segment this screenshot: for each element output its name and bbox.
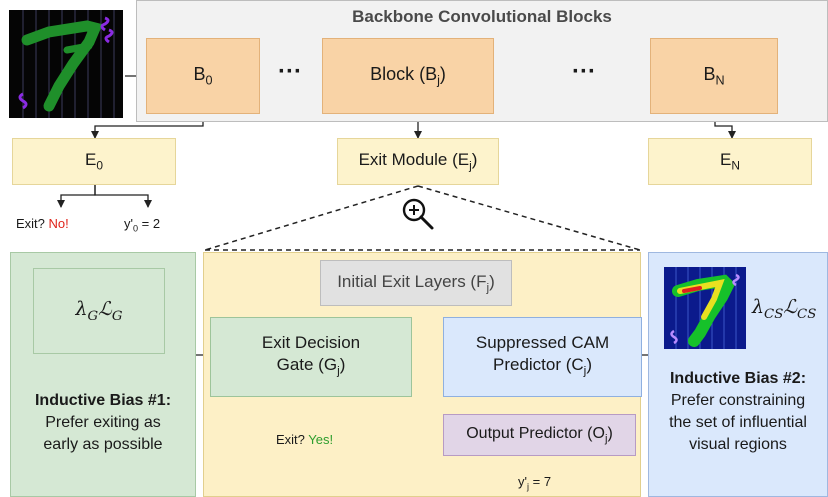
output-predictor: Output Predictor (Oj) <box>443 414 636 456</box>
block-bj-label: Block (Bj) <box>370 64 446 88</box>
inductive-bias-1-text: Inductive Bias #1: Prefer exiting as ear… <box>34 392 172 453</box>
initial-exit-layers: Initial Exit Layers (Fj) <box>320 260 512 306</box>
loss-g-box: λGℒG <box>33 268 165 354</box>
e0-exit-decision: Exit? No! <box>16 216 69 231</box>
block-bj: Block (Bj) <box>322 38 494 114</box>
zoom-in-icon <box>400 196 436 232</box>
e0-prediction: y'0 = 2 <box>124 216 161 234</box>
backbone-title: Backbone Convolutional Blocks <box>352 7 612 26</box>
loss-cs-term: λCSℒCS <box>752 296 817 322</box>
exit-ej-label: Exit Module (Ej) <box>358 150 478 173</box>
loss-g-term: λGℒG <box>75 298 123 324</box>
input-image <box>9 10 123 118</box>
exit-ej: Exit Module (Ej) <box>337 138 499 185</box>
block-bn-label: BN <box>703 64 725 88</box>
exit-en-label: EN <box>720 150 740 173</box>
gate-exit-decision: Exit? Yes! <box>276 432 334 447</box>
dots-right: ··· <box>572 58 596 85</box>
exit-en: EN <box>648 138 812 185</box>
block-bn: BN <box>650 38 778 114</box>
block-b0: B0 <box>146 38 260 114</box>
cam-heatmap-image <box>664 267 746 349</box>
digit-seven-image <box>18 10 115 118</box>
exit-e0: E0 <box>12 138 176 185</box>
dots-left: ··· <box>278 58 302 85</box>
exit-e0-label: E0 <box>85 150 103 173</box>
inductive-bias-2-text: Inductive Bias #2: Prefer constraining t… <box>669 370 807 453</box>
cam-heatmap-graphic <box>670 267 740 349</box>
block-b0-label: B0 <box>193 64 213 88</box>
output-prediction: y'j = 7 <box>518 474 552 492</box>
